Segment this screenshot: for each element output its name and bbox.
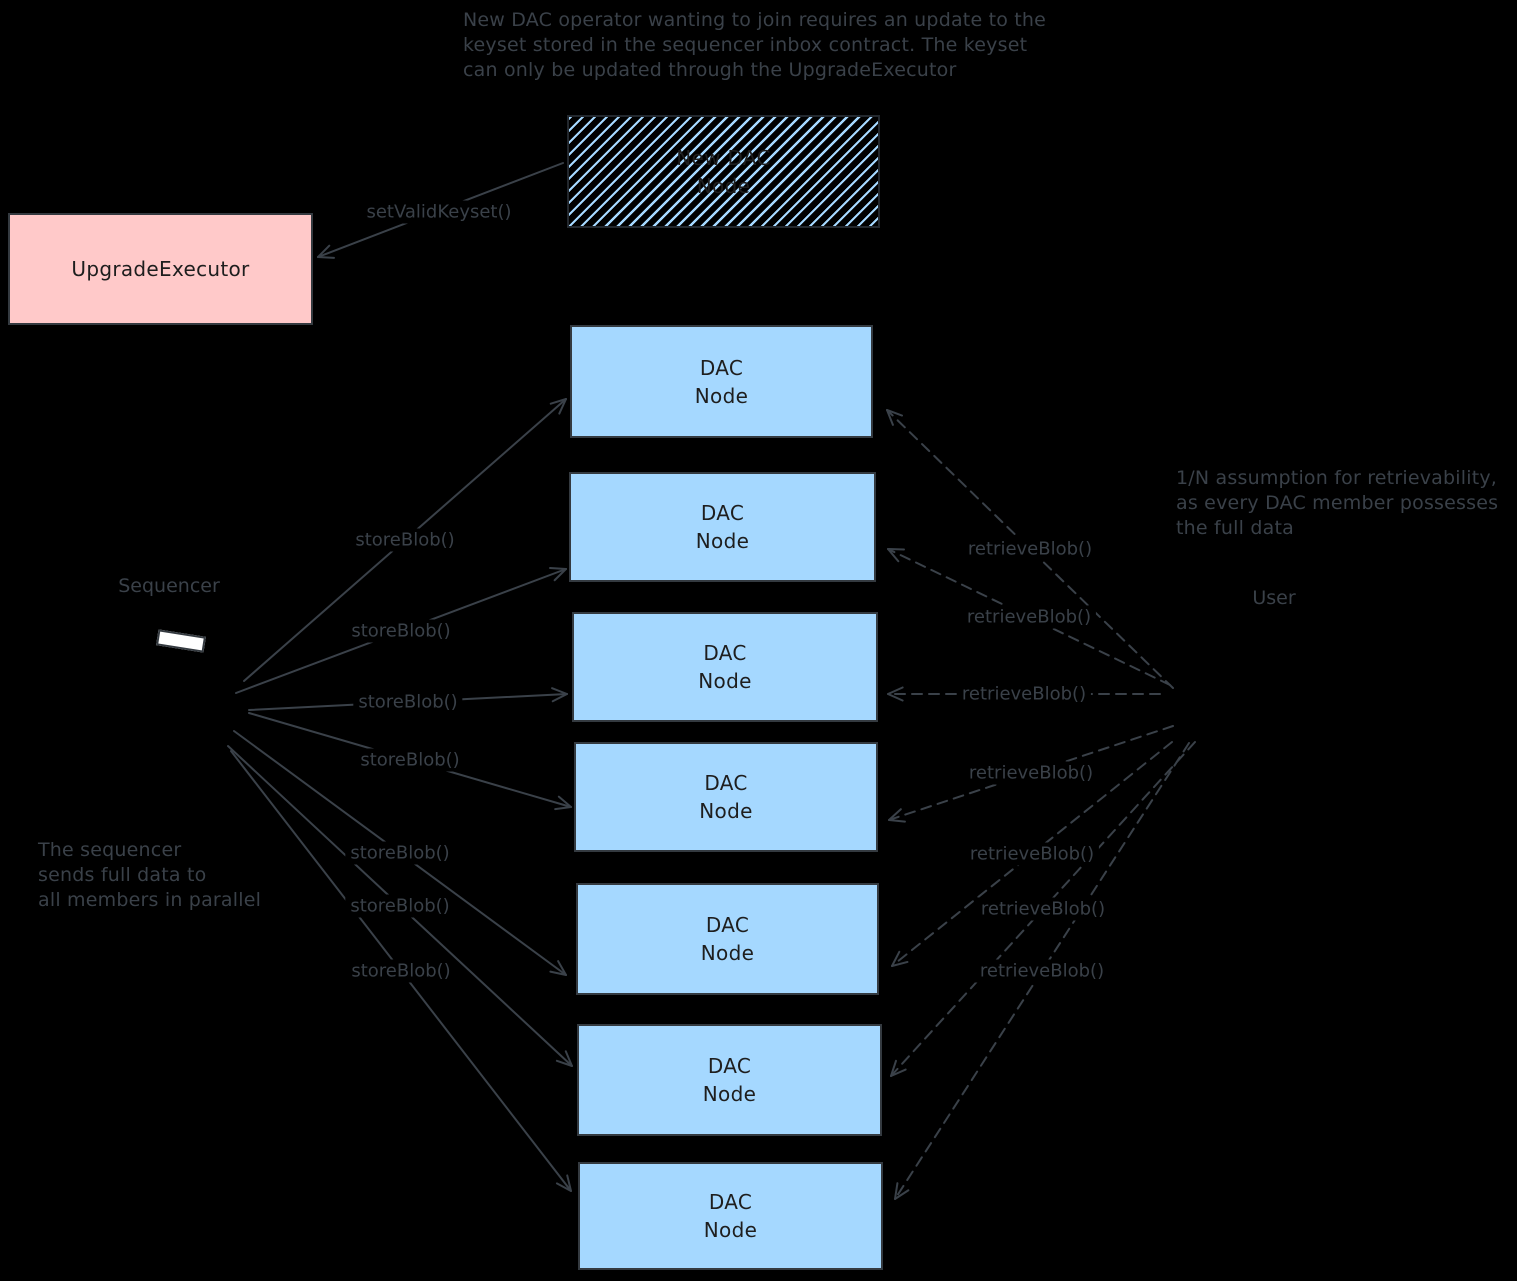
store-blob-label: storeBlob()	[345, 894, 455, 918]
store-blob-label: storeBlob()	[353, 690, 463, 714]
dac-node-label: DAC Node	[694, 355, 749, 408]
dac-node-box: DAC Node	[576, 883, 879, 995]
retrieve-blob-label: retrieveBlob()	[961, 605, 1097, 629]
retrieve-blob-label: retrieveBlob()	[975, 897, 1111, 921]
store-blob-label: storeBlob()	[350, 528, 460, 552]
retrieve-blob-label: retrieveBlob()	[962, 537, 1098, 561]
top-note: New DAC operator wanting to join require…	[463, 9, 1047, 81]
new-dac-node: New DAC Node	[567, 115, 880, 228]
dac-node-box: DAC Node	[578, 1162, 883, 1270]
store-blob-label: storeBlob()	[355, 748, 465, 772]
retrievability-note: 1/N assumption for retrievability, as ev…	[1176, 467, 1499, 539]
store-blob-label: storeBlob()	[346, 619, 456, 643]
new-dac-node-label: New DAC Node	[676, 145, 771, 198]
retrieve-blob-label: retrieveBlob()	[956, 682, 1092, 706]
dac-node-box: DAC Node	[577, 1024, 882, 1136]
upgrade-executor-label: UpgradeExecutor	[71, 257, 250, 281]
dac-node-box: DAC Node	[570, 325, 873, 438]
dac-node-label: DAC Node	[703, 1190, 758, 1242]
parallel-note: The sequencer sends full data to all mem…	[38, 839, 262, 911]
retrieve-blob-label: retrieveBlob()	[964, 842, 1100, 866]
dac-node-label: DAC Node	[698, 641, 752, 693]
dac-node-box: DAC Node	[572, 612, 878, 722]
sequencer-label: Sequencer	[118, 575, 220, 597]
dac-node-label: DAC Node	[699, 771, 753, 823]
retrieve-blob-label: retrieveBlob()	[963, 761, 1099, 785]
set-valid-keyset-label: setValidKeyset()	[361, 200, 517, 224]
dac-node-label: DAC Node	[700, 913, 755, 965]
retrieve-blob-label: retrieveBlob()	[974, 959, 1110, 983]
dac-node-box: DAC Node	[574, 742, 878, 852]
dac-node-box: DAC Node	[569, 472, 876, 582]
user-label: User	[1252, 587, 1296, 609]
upgrade-executor-node: UpgradeExecutor	[8, 213, 313, 325]
store-blob-label: storeBlob()	[346, 959, 456, 983]
store-blob-label: storeBlob()	[345, 841, 455, 865]
dac-node-label: DAC Node	[695, 501, 750, 553]
dac-node-label: DAC Node	[702, 1054, 757, 1106]
